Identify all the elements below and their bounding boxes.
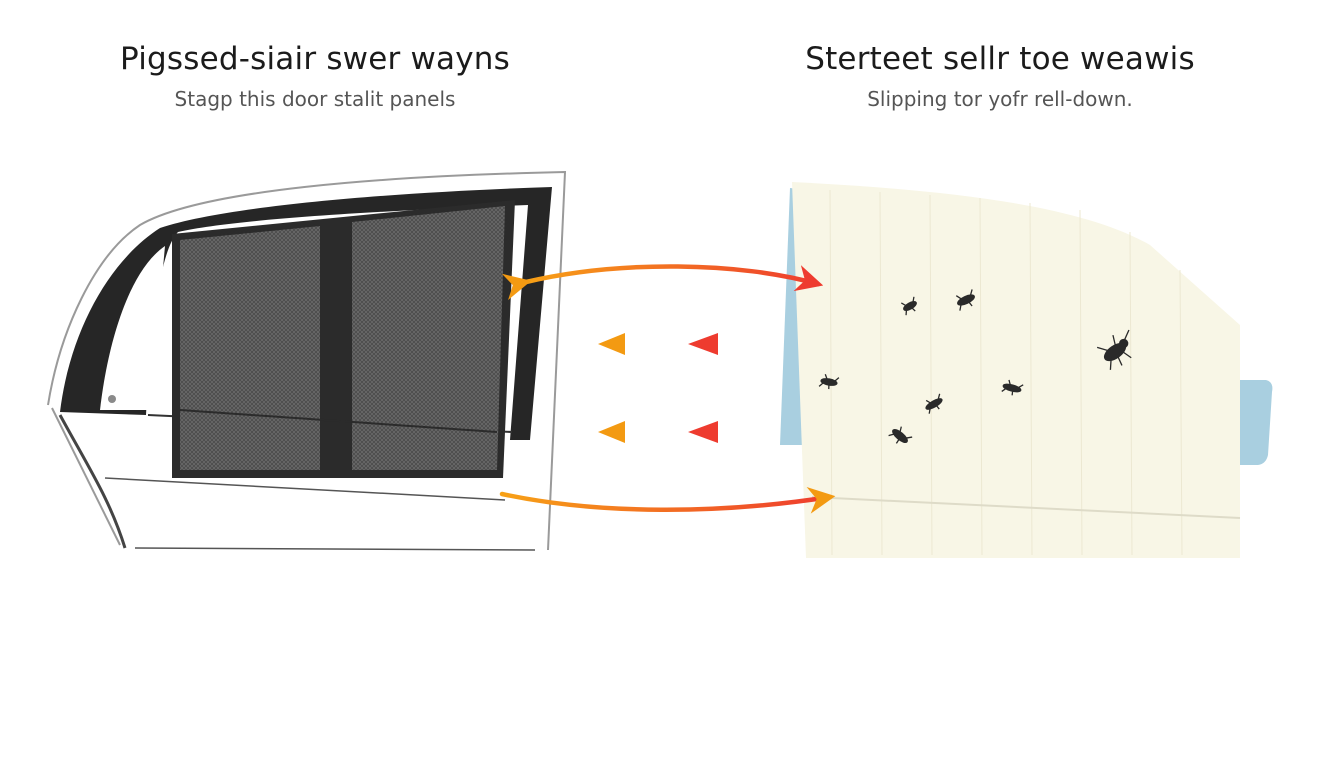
arrow-icon [499,486,836,514]
insect-icon [1096,329,1132,370]
arrow-icon [501,264,824,301]
left-heading: Pigssed-siair swer wayns Stagp this door… [35,40,595,112]
right-title: Stertеet sellr toe weawis [805,41,1195,77]
window-shade-icon [780,182,1273,558]
mesh-screen-icon [172,200,515,478]
insect-icon [925,393,943,414]
right-subtitle: Slipping tor yofr rell-down. [867,87,1133,111]
insect-icon [900,296,917,316]
left-title: Pigssed-siair swer wayns [120,41,510,77]
left-subtitle: Stagp this door stalit panels [174,87,456,111]
right-heading: Stertеet sellr toe weawis Slipping tor y… [720,40,1280,112]
insect-icon [1001,379,1024,396]
insect-icon [818,374,840,390]
insect-icon [955,289,975,311]
insect-icon [888,426,913,444]
